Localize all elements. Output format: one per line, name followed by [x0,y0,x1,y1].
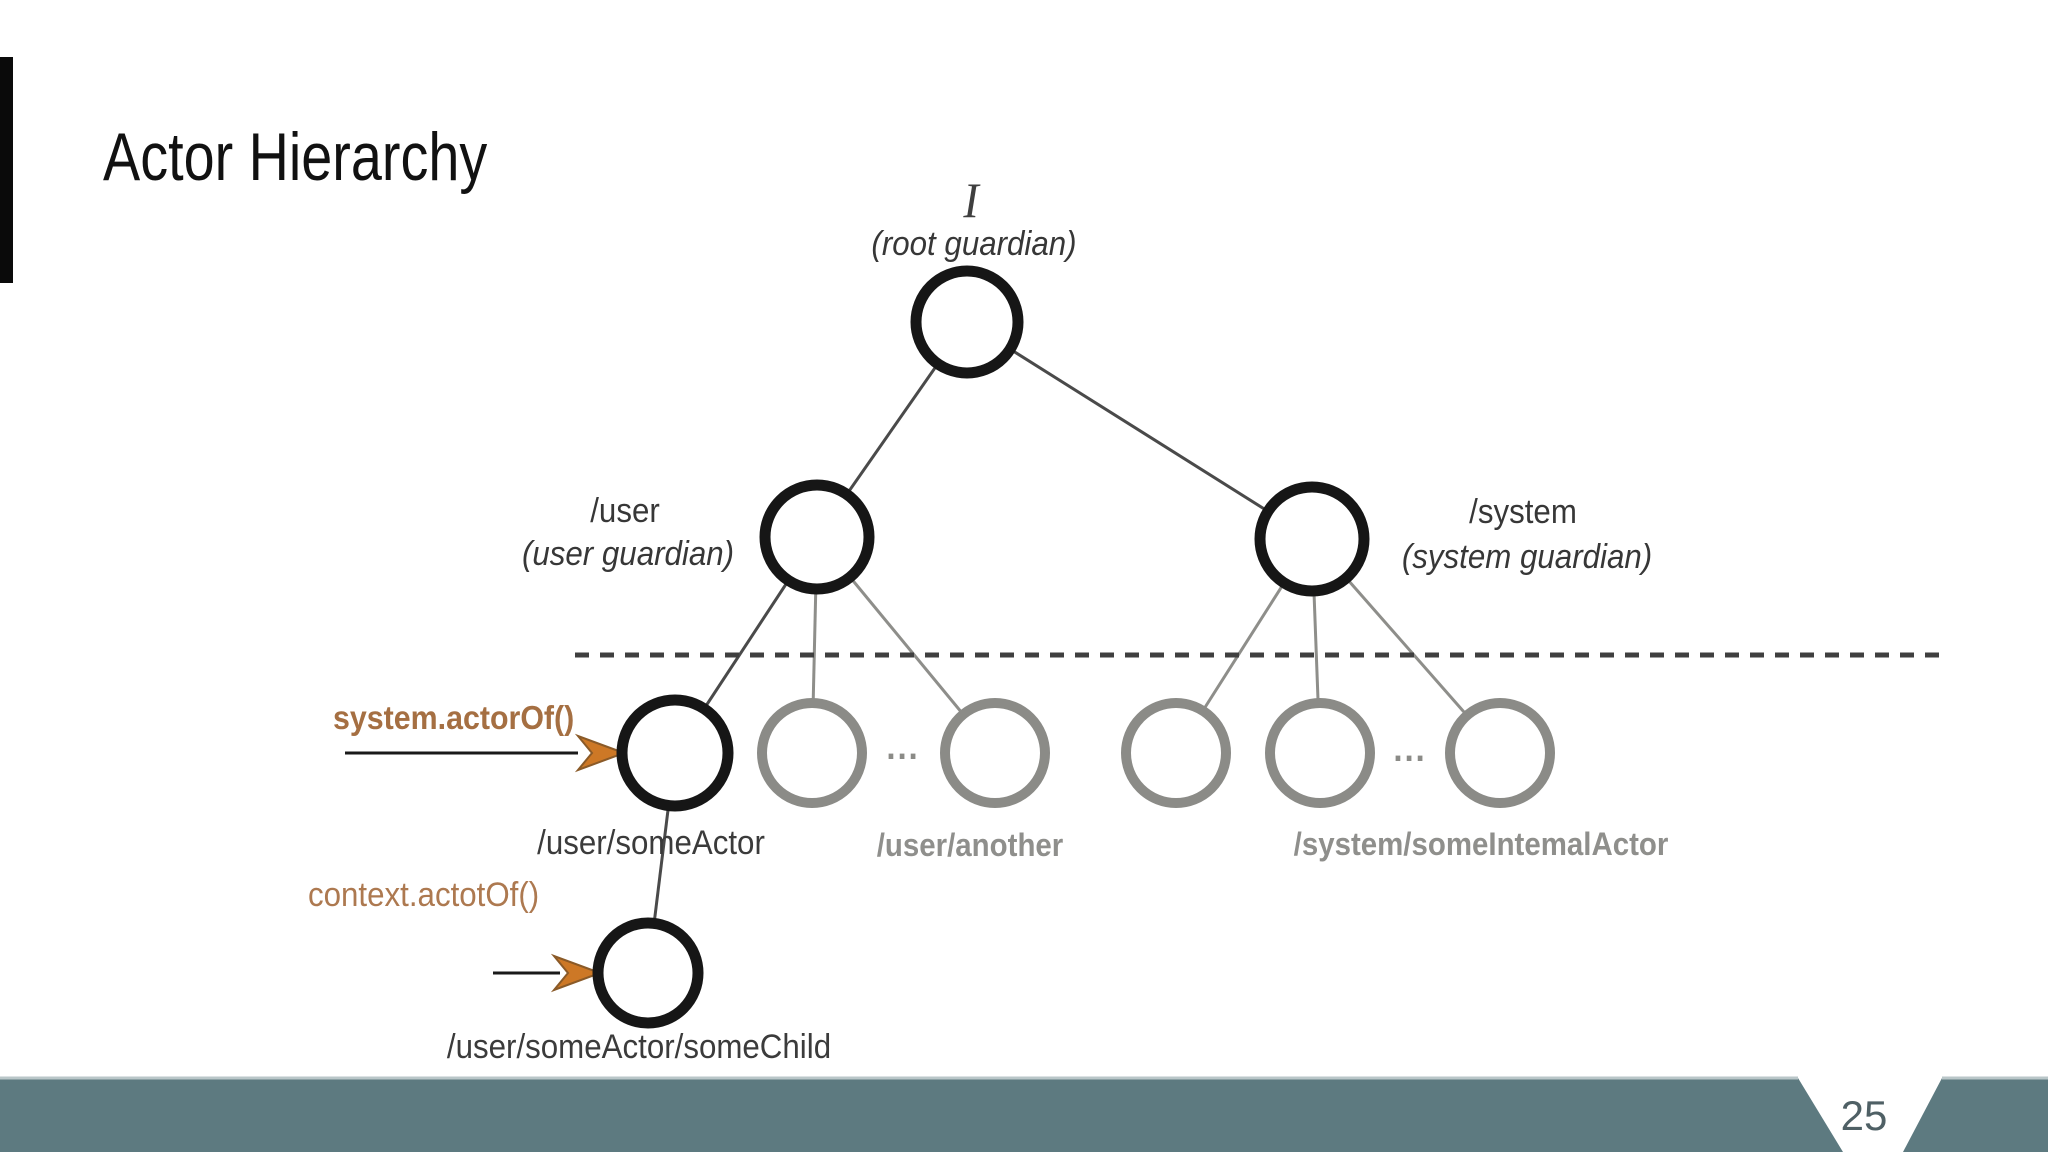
context-actorof-annotation: context.actotOf() [308,876,540,914]
root-node-symbol: I [963,172,979,228]
accent-bar [0,57,13,283]
user-node-label: /user [590,492,660,530]
some-child-path-label: /user/someActor/someChild [446,1028,832,1066]
user-children-ellipsis: ... [886,726,920,767]
system-children-ellipsis: ... [1393,728,1427,769]
footer-bar-right [1903,1078,2048,1152]
actor-node-user-another [940,698,1050,808]
actor-node-system-child-3 [1445,698,1555,808]
user-node-caption: (user guardian) [521,535,735,573]
context-actor-of-arrow-head [550,953,603,993]
page-title: Actor Hierarchy [103,119,488,195]
system-internal-path-label: /system/someIntemalActor [1293,826,1669,862]
actor-node-some-actor [616,694,734,812]
system-node-label: /system [1469,493,1577,531]
user-another-path-label: /user/another [876,827,1064,863]
actor-node-system-child-2 [1265,698,1375,808]
page-number: 25 [1840,1092,1888,1139]
footer-bar-left [0,1078,1843,1152]
system-actor-of-arrow-head [574,733,627,773]
system-actorof-annotation: system.actorOf() [333,699,575,736]
root-node-caption: (root guardian) [871,225,1077,263]
actor-node-some-child [592,917,704,1029]
system-node-caption: (system guardian) [1401,538,1653,576]
actor-node-user-guardian [759,479,875,595]
some-actor-path-label: /user/someActor [537,824,765,862]
actor-node-user-child-2 [757,698,867,808]
tree-edge-root-guardian-system-guardian [966,320,1313,541]
actor-node-root-guardian [910,265,1024,379]
actor-node-system-child-1 [1121,698,1231,808]
actor-node-system-guardian [1254,481,1370,597]
